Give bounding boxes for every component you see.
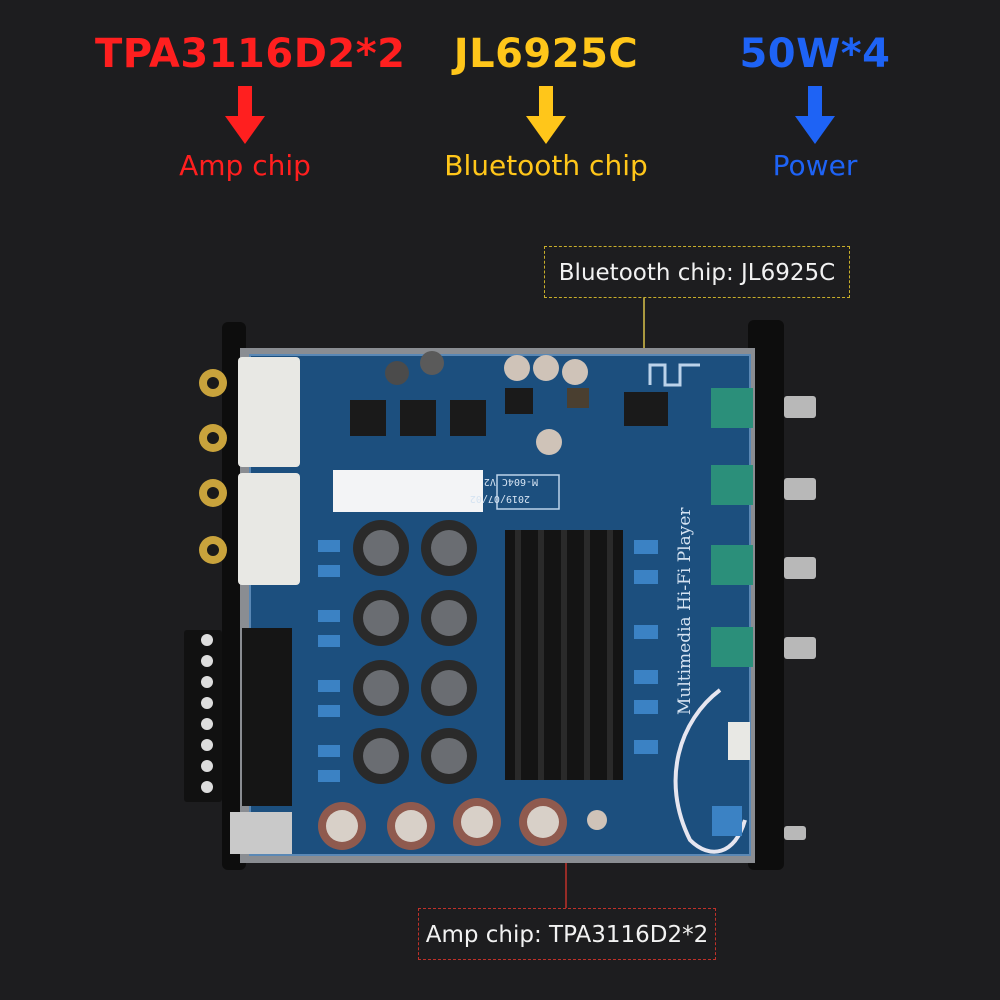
- bluetooth-chip: [624, 392, 668, 426]
- spec-bluetooth-title: JL6925C: [453, 31, 639, 77]
- model-text: M-604C V2: [484, 476, 538, 487]
- dc-jack: [230, 812, 292, 854]
- ic-chips: [350, 388, 668, 436]
- output-capacitors: [318, 798, 607, 850]
- amp-callout-text: Amp chip: TPA3116D2*2: [425, 922, 709, 948]
- spec-bluetooth: JL6925C Bluetooth chip: [396, 28, 696, 184]
- date-text: 2019/07/02: [470, 493, 530, 504]
- wire-connector: [728, 722, 750, 760]
- filter-capacitors: [353, 520, 477, 784]
- spec-amp: TPA3116D2*2 Amp chip: [95, 28, 406, 184]
- speaker-terminal-block: [184, 630, 222, 802]
- amp-callout: Amp chip: TPA3116D2*2: [418, 908, 716, 960]
- potentiometers: [711, 388, 753, 667]
- wire-bundle: [673, 688, 747, 854]
- terminal-base: [242, 628, 292, 806]
- spec-amp-title: TPA3116D2*2: [95, 31, 406, 77]
- antenna-trace: [648, 363, 700, 387]
- down-arrow-icon: [225, 86, 265, 144]
- rca-housing-bottom: [238, 473, 300, 585]
- knob-shafts: [784, 396, 816, 840]
- film-capacitors: [318, 540, 658, 782]
- spec-amp-subtitle: Amp chip: [179, 149, 311, 182]
- bluetooth-callout: Bluetooth chip: JL6925C: [544, 246, 850, 298]
- blue-module: [712, 806, 742, 836]
- display-window: [333, 470, 483, 512]
- rca-jacks: [199, 369, 227, 564]
- small-capacitors: [385, 351, 588, 455]
- down-arrow-icon: [526, 86, 566, 144]
- silkscreen-text: Multimedia Hi-Fi Player: [675, 507, 695, 715]
- spec-power: 50W*4 Power: [665, 28, 965, 184]
- rca-housing-top: [238, 357, 300, 467]
- heatsink: [505, 530, 623, 780]
- spec-power-subtitle: Power: [772, 149, 858, 182]
- right-end-plate: [748, 320, 784, 870]
- model-label: [496, 474, 560, 510]
- down-arrow-icon: [795, 86, 835, 144]
- spec-bluetooth-subtitle: Bluetooth chip: [444, 149, 648, 182]
- bluetooth-callout-text: Bluetooth chip: JL6925C: [558, 260, 836, 286]
- spec-power-title: 50W*4: [739, 31, 891, 77]
